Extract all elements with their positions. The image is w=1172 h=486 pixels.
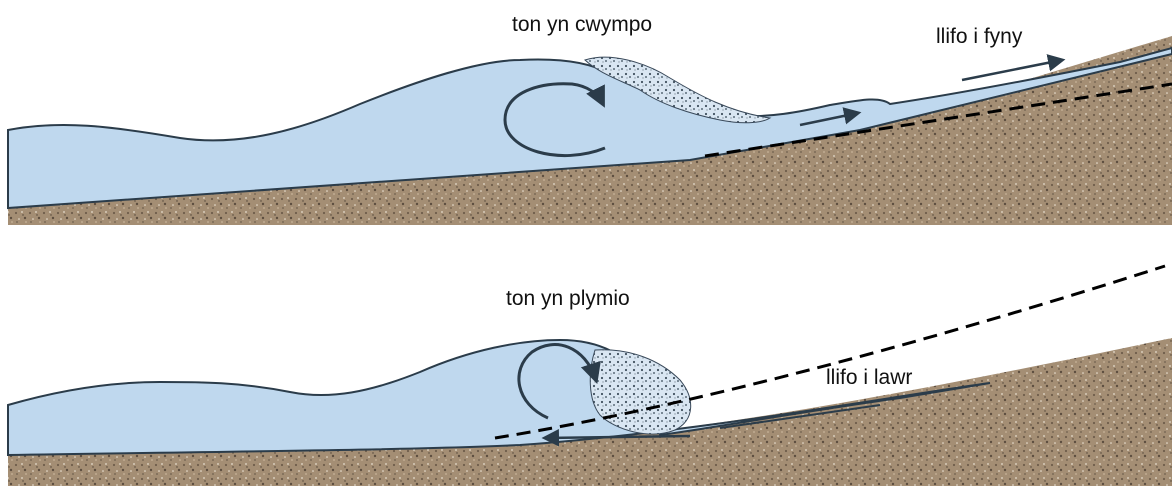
label-wave-bottom: ton yn plymio xyxy=(506,287,630,310)
label-flow-bottom: llifo i lawr xyxy=(826,366,912,389)
label-wave-top: ton yn cwympo xyxy=(512,13,652,36)
panel-bottom: ton yn plymio llifo i lawr xyxy=(8,266,1172,486)
panel-top: ton yn cwympo llifo i fyny xyxy=(8,13,1172,225)
label-flow-top: llifo i fyny xyxy=(936,25,1023,48)
